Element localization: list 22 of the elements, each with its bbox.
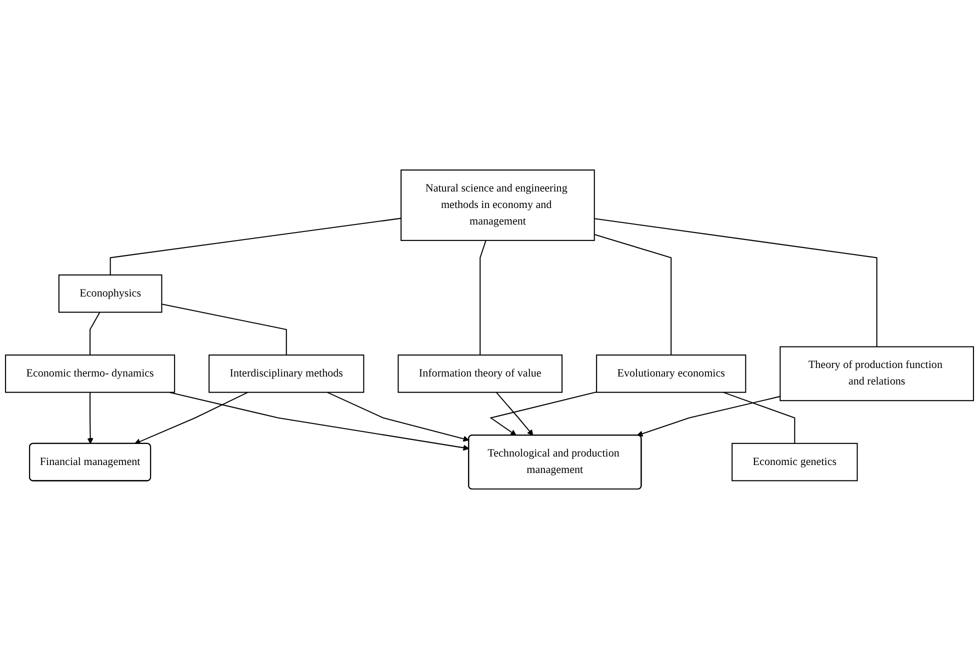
arrow [496, 392, 534, 436]
arrow [87, 392, 94, 444]
connector [594, 218, 878, 347]
arrow [134, 392, 248, 444]
arrow [327, 392, 470, 442]
node-box: Natural science and engineering methods in economy and management [400, 170, 595, 241]
node-box: Information theory of value [398, 354, 563, 393]
node-box: Evolutionary economics [596, 354, 746, 393]
connector [110, 218, 402, 275]
arrow [636, 396, 780, 437]
node-box: Interdisciplinary methods [208, 354, 364, 393]
arrow [490, 391, 597, 436]
node-box: Theory of production function and relations [780, 346, 974, 402]
connector [723, 392, 796, 444]
node-box: Economic genetics [732, 442, 858, 482]
arrow [169, 392, 470, 451]
node-box: Economic thermo- dynamics [5, 354, 176, 393]
connector [90, 312, 100, 356]
node-box: Econophysics [58, 274, 162, 313]
connector [594, 234, 672, 356]
connector [162, 304, 287, 356]
connector [480, 240, 486, 356]
